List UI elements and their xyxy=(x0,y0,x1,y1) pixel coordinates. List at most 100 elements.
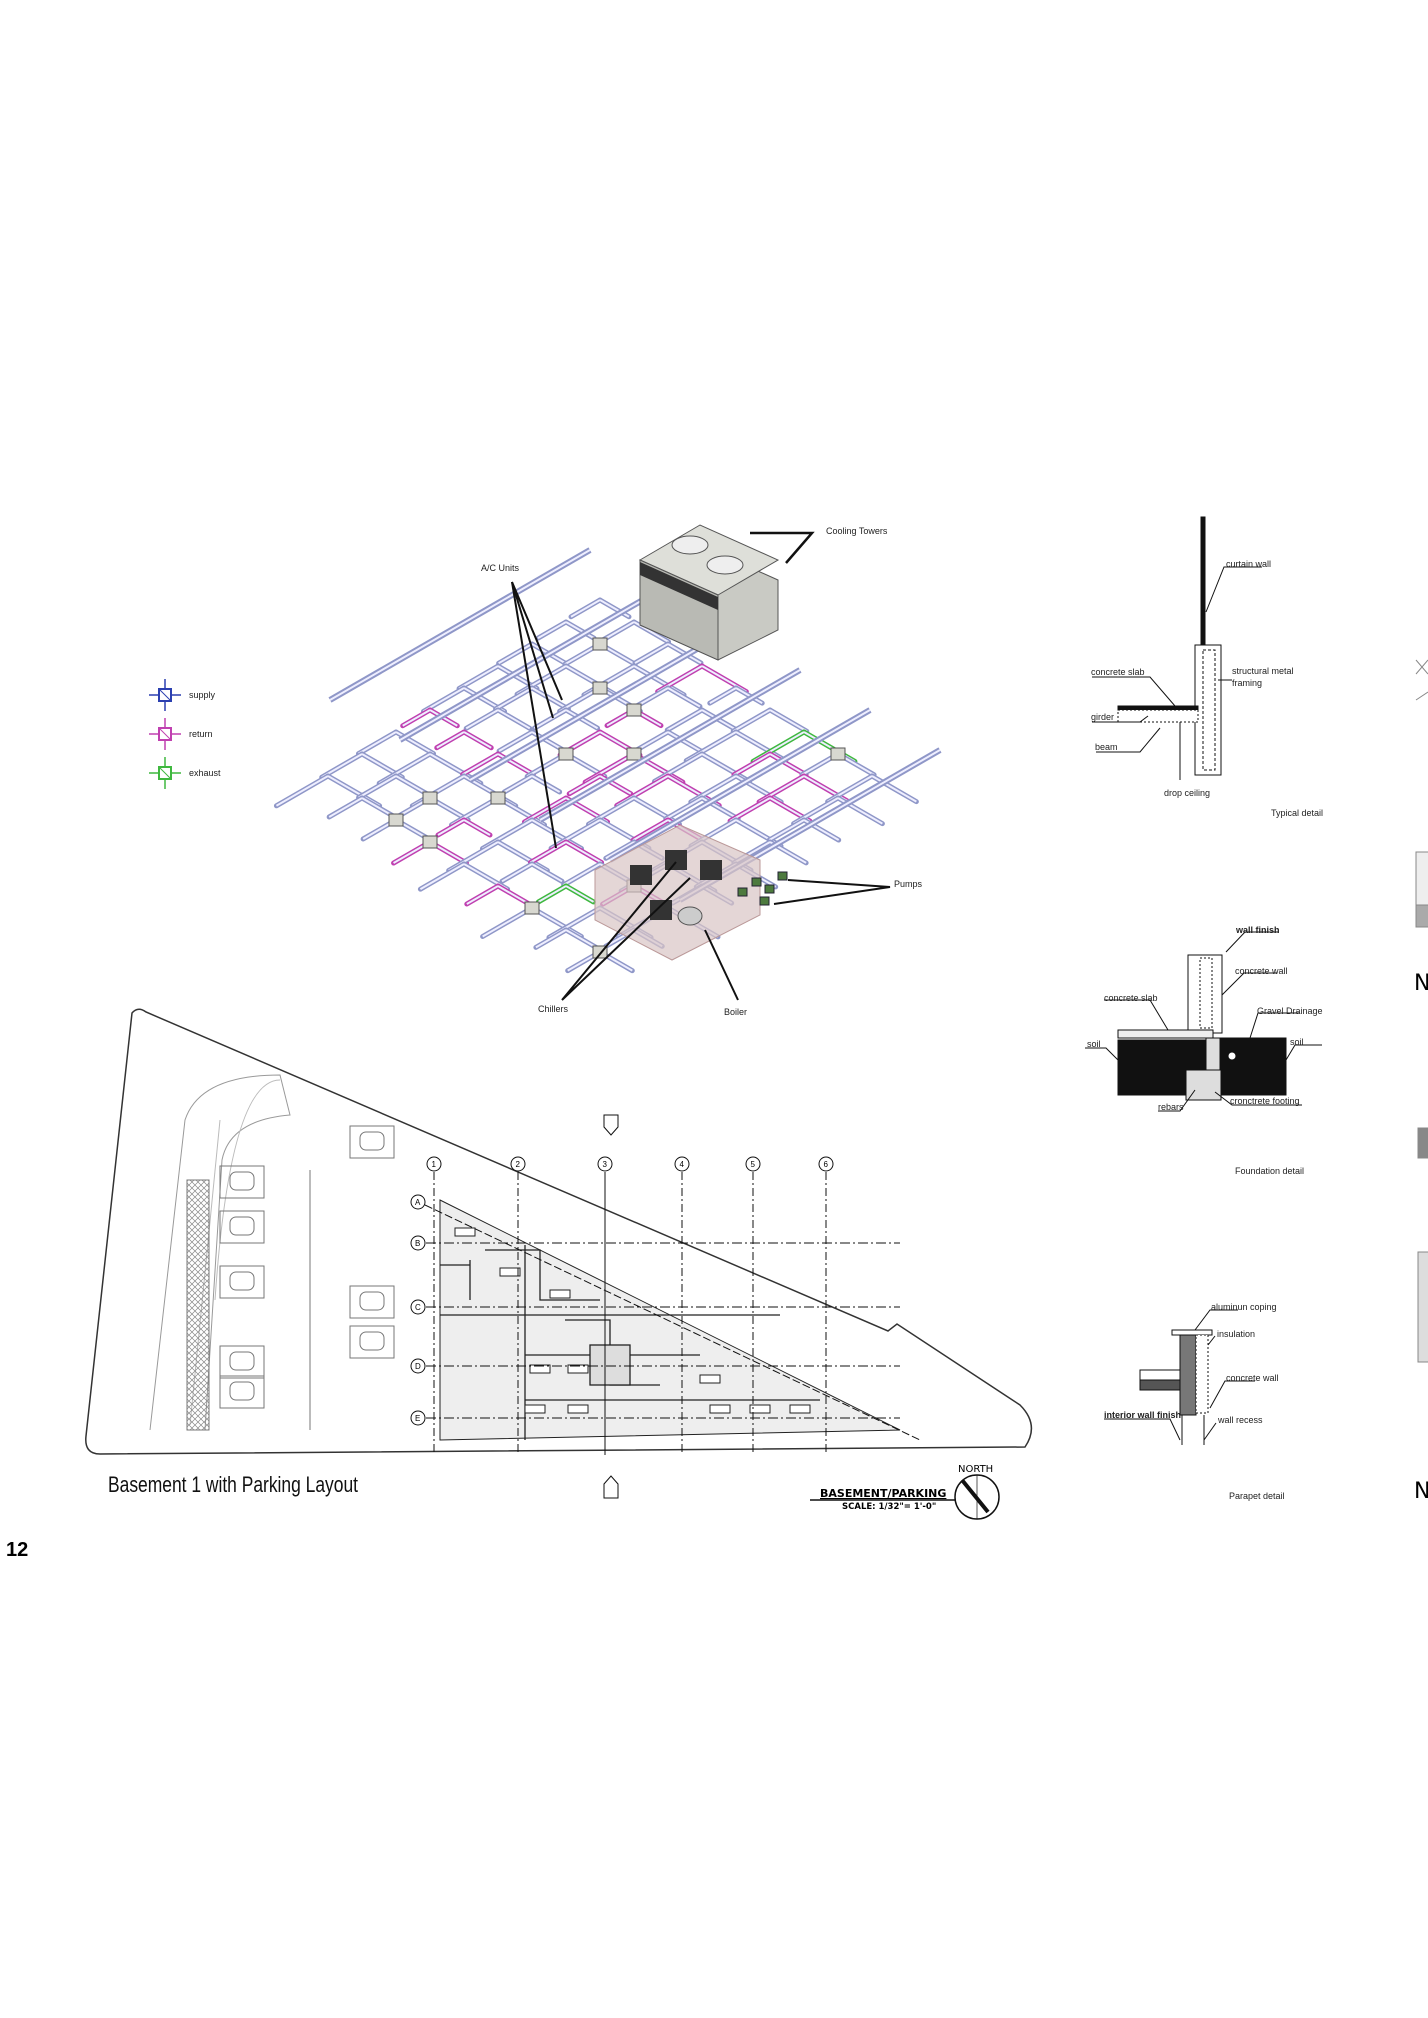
section-marker-bottom xyxy=(603,1475,619,1499)
label-framing: framing xyxy=(1232,678,1262,688)
label-girder: girder xyxy=(1091,712,1114,722)
pumps xyxy=(737,871,788,906)
label-structural-metal: structural metal xyxy=(1232,666,1294,676)
grid-line xyxy=(424,1204,921,1441)
label-rebars: rebars xyxy=(1158,1102,1184,1112)
grid-bubble xyxy=(410,1194,426,1210)
grid-bubble xyxy=(410,1235,426,1251)
room-tag xyxy=(789,1404,811,1414)
car-icon xyxy=(229,1216,255,1236)
room-tag xyxy=(567,1404,589,1414)
parking-stall xyxy=(219,1345,265,1379)
north-arrow-icon xyxy=(954,1474,1000,1520)
grid-bubble xyxy=(745,1156,761,1172)
room-tag xyxy=(699,1374,721,1384)
room-tag xyxy=(709,1404,731,1414)
car-icon xyxy=(229,1351,255,1371)
grid-bubble xyxy=(410,1299,426,1315)
typical-detail xyxy=(1092,516,1262,780)
grid-bubble xyxy=(818,1156,834,1172)
scale-note: SCALE: 1/32"= 1'-0" xyxy=(842,1502,936,1512)
basement-floor-plan xyxy=(85,1008,1033,1455)
grid-row-label: B xyxy=(415,1239,420,1248)
label-footing: cronctrete footing xyxy=(1230,1096,1300,1106)
ac-unit xyxy=(490,791,506,805)
label-aluminum-coping: aluminun coping xyxy=(1211,1302,1277,1312)
edge-letter: N xyxy=(1414,1479,1428,1504)
ac-unit xyxy=(626,747,642,761)
plan-title: Basement 1 with Parking Layout xyxy=(108,1472,358,1497)
label-insulation: insulation xyxy=(1217,1329,1255,1339)
sheet-title: BASEMENT/PARKING xyxy=(820,1487,946,1500)
car-icon xyxy=(229,1271,255,1291)
chiller-room xyxy=(594,824,761,961)
ac-unit xyxy=(830,747,846,761)
grid-column-label: 1 xyxy=(432,1160,437,1169)
label-soil-left: soil xyxy=(1087,1039,1101,1049)
car-icon xyxy=(229,1381,255,1401)
duct-legend: supply return exhaust xyxy=(149,679,221,789)
legend-label: exhaust xyxy=(189,768,221,778)
foundation-detail-title: Foundation detail xyxy=(1235,1166,1304,1176)
ac-unit xyxy=(592,637,608,651)
label-wall-recess: wall recess xyxy=(1217,1415,1263,1425)
grid-column-label: 6 xyxy=(824,1160,829,1169)
room-tag xyxy=(524,1404,546,1414)
grid-column-label: 2 xyxy=(516,1160,521,1169)
parking-stall xyxy=(219,1165,265,1199)
parking-stall xyxy=(219,1375,265,1409)
grid-bubble xyxy=(410,1358,426,1374)
legend-label: return xyxy=(189,729,213,739)
grid-row-label: E xyxy=(415,1414,420,1423)
ac-unit xyxy=(422,791,438,805)
callout-boiler: Boiler xyxy=(724,1007,747,1017)
page-number: 12 xyxy=(6,1539,28,1561)
room-tag xyxy=(499,1267,521,1277)
room-tag xyxy=(567,1364,589,1374)
grid-column-label: 4 xyxy=(680,1160,685,1169)
car-icon xyxy=(229,1171,255,1191)
car-icon xyxy=(359,1331,385,1351)
parapet-detail-title: Parapet detail xyxy=(1229,1491,1285,1501)
duct-network xyxy=(273,547,942,974)
callout-ac-units: A/C Units xyxy=(481,563,520,573)
grid-bubble xyxy=(410,1410,426,1426)
label-concrete-slab-foundation: concrete slab xyxy=(1104,993,1158,1003)
ac-unit xyxy=(388,813,404,827)
grid-column-label: 5 xyxy=(751,1160,756,1169)
room-tag xyxy=(549,1289,571,1299)
room-tag xyxy=(454,1227,476,1237)
parking-stall xyxy=(219,1265,265,1299)
legend-item-return: return xyxy=(149,718,213,750)
room-tag xyxy=(529,1364,551,1374)
ac-unit xyxy=(592,681,608,695)
label-soil-right: soil xyxy=(1290,1037,1304,1047)
ac-unit xyxy=(422,835,438,849)
cooling-towers xyxy=(638,524,780,661)
label-curtain-wall: curtain wall xyxy=(1226,559,1271,569)
north-label: NORTH xyxy=(958,1464,993,1475)
label-concrete-slab: concrete slab xyxy=(1091,667,1145,677)
typical-detail-title: Typical detail xyxy=(1271,808,1323,818)
ac-unit xyxy=(524,901,540,915)
parking-stall xyxy=(349,1125,395,1159)
ac-unit xyxy=(626,703,642,717)
grid-row-label: C xyxy=(415,1303,421,1312)
callout-pumps: Pumps xyxy=(894,879,923,889)
foundation-detail xyxy=(1085,931,1322,1112)
grid-bubble xyxy=(510,1156,526,1172)
adjacent-page-edge xyxy=(1415,659,1428,1363)
car-icon xyxy=(359,1131,385,1151)
parking-stall xyxy=(349,1325,395,1359)
label-concrete-wall-parapet: concrete wall xyxy=(1226,1373,1279,1383)
parking-stall xyxy=(219,1210,265,1244)
grid-row-label: A xyxy=(415,1198,421,1207)
grid-bubble xyxy=(426,1156,442,1172)
label-interior-wall-finish: interior wall finish xyxy=(1104,1410,1181,1420)
label-concrete-wall: concrete wall xyxy=(1235,966,1288,976)
parking-stall xyxy=(349,1285,395,1319)
legend-item-supply: supply xyxy=(149,679,216,711)
label-gravel-drainage: Gravel Drainage xyxy=(1257,1006,1323,1016)
callout-chillers: Chillers xyxy=(538,1004,569,1014)
